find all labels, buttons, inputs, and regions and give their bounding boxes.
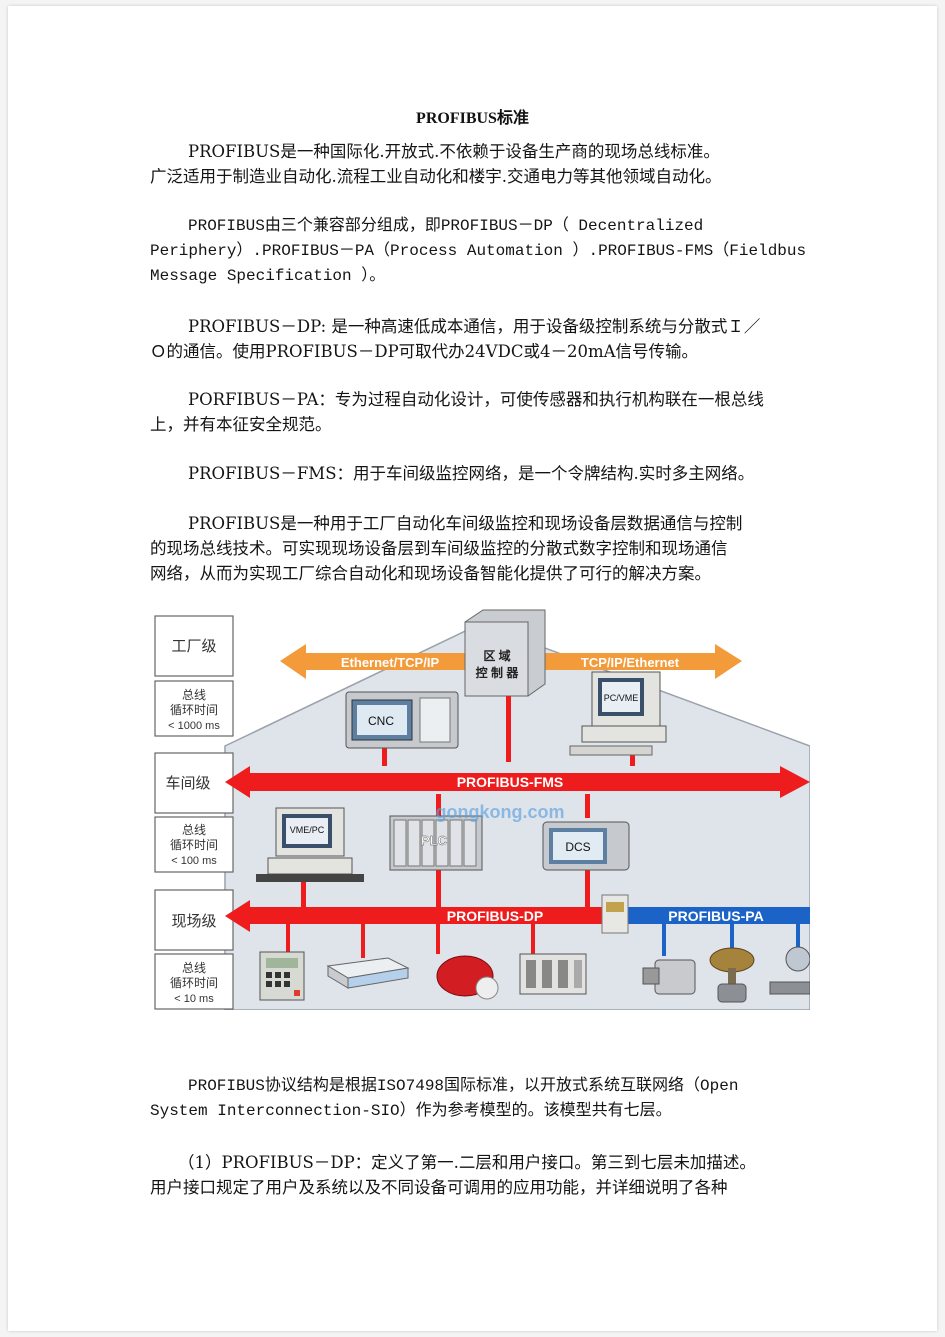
text-line: PROFIBUS是一种国际化.开放式.不依赖于设备生产商的现场总线标准。 [188, 142, 720, 161]
text-line: Periphery）.PROFIBUS－PA（Process Automatio… [150, 242, 807, 260]
field-device-valve [642, 959, 696, 995]
text-line: PROFIBUS－FMS：用于车间级监控网络，是一个令牌结构.实时多主网络。 [188, 464, 755, 483]
field-device-drive [326, 957, 410, 989]
text-line: PROFIBUS协议结构是根据ISO7498国际标准，以开放式系统互联网络（Op… [188, 1077, 739, 1095]
paragraph-pa: PORFIBUS－PA：专为过程自动化设计，可使传感器和执行机构联在一根总线 上… [150, 387, 810, 437]
level-factory: 工厂级 总线 循环时间 < 1000 ms [154, 615, 234, 737]
field-device-transmitter [769, 946, 810, 995]
pcvme-label: PC/VME [604, 693, 639, 703]
connectors [286, 696, 635, 958]
text-line: Ｏ的通信。使用PROFIBUS－DP可取代办24VDC或4－20mA信号传输。 [150, 342, 699, 361]
level-name: 车间级 [165, 775, 210, 792]
paragraph-dp: PROFIBUS－DP: 是一种高速低成本通信，用于设备级控制系统与分散式Ｉ／ … [150, 314, 810, 364]
dp-label: PROFIBUS-DP [447, 908, 543, 924]
cycle-label: 总线 [182, 823, 206, 837]
profibus-network-diagram: 工厂级 总线 循环时间 < 1000 ms 车间级 总线 循环时间 < 100 … [154, 609, 810, 1010]
ethernet-arrow: Ethernet/TCP/IP TCP/IP/Ethernet [280, 644, 742, 679]
cycle-label: 总线 [182, 688, 206, 702]
paragraph-intro: PROFIBUS是一种国际化.开放式.不依赖于设备生产商的现场总线标准。 广泛适… [150, 139, 810, 189]
pc-vme-workstation: PC/VME [569, 671, 667, 756]
profibus-fms-bus: PROFIBUS-FMS [225, 766, 810, 798]
field-device-actuator [709, 947, 755, 1003]
text-line: 用户接口规定了用户及系统以及不同设备可调用的应用功能，并详细说明了各种 [150, 1178, 728, 1197]
text-line: PROFIBUS由三个兼容部分组成，即PROFIBUS－DP（ Decentra… [188, 217, 704, 235]
plc-label: PLC [421, 833, 448, 848]
paragraph-components: PROFIBUS由三个兼容部分组成，即PROFIBUS－DP（ Decentra… [150, 214, 810, 289]
dp-pa-coupler [601, 894, 629, 934]
profibus-dp-bus: PROFIBUS-DP [225, 900, 602, 932]
text-line: PROFIBUS－DP: 是一种高速低成本通信，用于设备级控制系统与分散式Ｉ／ [188, 317, 761, 336]
cycle-time: < 100 ms [171, 855, 217, 867]
text-line: PORFIBUS－PA：专为过程自动化设计，可使传感器和执行机构联在一根总线 [188, 390, 764, 409]
ethernet-label-left: Ethernet/TCP/IP [341, 655, 440, 670]
pa-label: PROFIBUS-PA [668, 908, 763, 924]
pa-connectors [662, 924, 800, 956]
dcs-label: DCS [565, 840, 590, 854]
field-device-motor [436, 955, 499, 1000]
vmepc-label: VME/PC [290, 825, 325, 835]
field-device-keypad [259, 951, 305, 1001]
text-line: 网络，从而为实现工厂综合自动化和现场设备智能化提供了可行的解决方案。 [150, 564, 711, 583]
cnc-label: CNC [368, 714, 394, 728]
text-line: System Interconnection-SIO）作为参考模型的。该模型共有… [150, 1102, 672, 1120]
text-line: 的现场总线技术。可实现现场设备层到车间级监控的分散式数字控制和现场通信 [150, 539, 728, 558]
cycle-time: < 1000 ms [168, 720, 220, 732]
text-line: Message Specification ）。 [150, 267, 386, 285]
vme-pc-workstation: VME/PC [256, 807, 364, 882]
cycle-label2: 循环时间 [170, 703, 218, 717]
level-field: 现场级 总线 循环时间 < 10 ms [154, 889, 234, 1010]
cycle-label: 总线 [182, 961, 206, 975]
text-line: （1）PROFIBUS－DP：定义了第一.二层和用户接口。第三到七层未加描述。 [178, 1153, 756, 1172]
paragraph-overview: PROFIBUS是一种用于工厂自动化车间级监控和现场设备层数据通信与控制 的现场… [150, 511, 810, 586]
profibus-pa-bus: PROFIBUS-PA [628, 907, 810, 924]
area-controller-label: 区 域 [483, 648, 510, 663]
paragraph-dp-layers: （1）PROFIBUS－DP：定义了第一.二层和用户接口。第三到七层未加描述。 … [150, 1150, 810, 1200]
field-device-io-module [519, 953, 587, 995]
ethernet-label-right: TCP/IP/Ethernet [581, 655, 680, 670]
text-line: 上，并有本征安全规范。 [150, 415, 332, 434]
paragraph-protocol: PROFIBUS协议结构是根据ISO7498国际标准，以开放式系统互联网络（Op… [150, 1074, 810, 1124]
fms-label: PROFIBUS-FMS [457, 774, 564, 790]
text-line: PROFIBUS是一种用于工厂自动化车间级监控和现场设备层数据通信与控制 [188, 514, 743, 533]
level-workshop: 车间级 总线 循环时间 < 100 ms [154, 752, 234, 873]
level-name: 现场级 [171, 913, 216, 930]
cycle-label2: 循环时间 [170, 976, 218, 990]
plc-rack: PLC [389, 815, 483, 871]
area-controller: 区 域 控 制 器 [464, 609, 546, 697]
level-name: 工厂级 [171, 638, 216, 655]
paragraph-fms: PROFIBUS－FMS：用于车间级监控网络，是一个令牌结构.实时多主网络。 [150, 461, 810, 486]
dcs-panel: DCS [542, 821, 630, 871]
cycle-time: < 10 ms [174, 993, 214, 1005]
cycle-label2: 循环时间 [170, 838, 218, 852]
watermark: gongkong.com [436, 802, 565, 822]
text-line: 广泛适用于制造业自动化.流程工业自动化和楼宇.交通电力等其他领域自动化。 [150, 167, 722, 186]
area-controller-label: 控 制 器 [476, 665, 520, 680]
cnc-device: CNC [345, 691, 459, 749]
document-title: PROFIBUS标准 [416, 110, 529, 127]
